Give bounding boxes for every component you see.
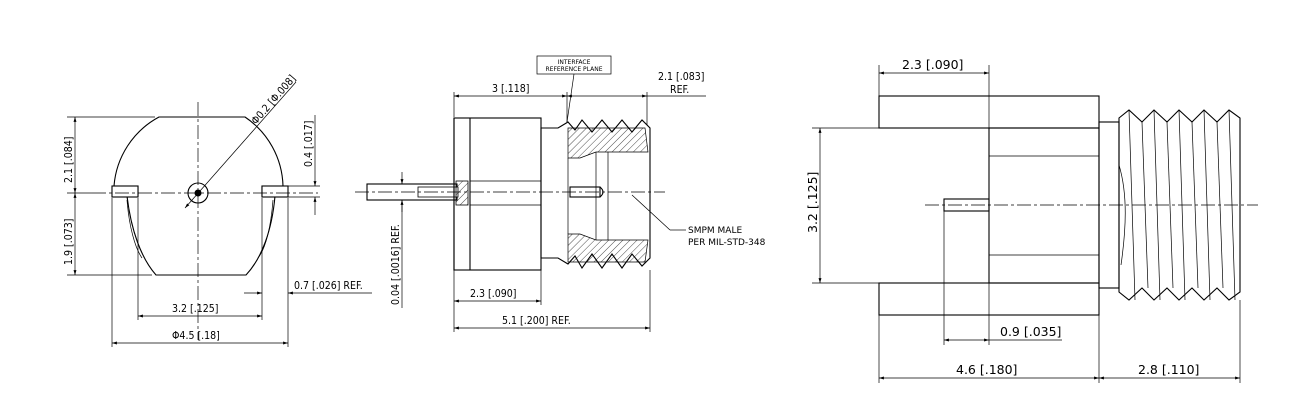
front-width-dim: 3.2 [.125]	[172, 303, 218, 315]
top-pin-dim: 0.9 [.035]	[1000, 324, 1061, 339]
side-beyond-dim: 2.1 [.083]	[658, 71, 704, 83]
side-thread-hatch-bottom	[567, 233, 649, 263]
front-tab-height-dim: 0.4 [.017]	[303, 121, 315, 167]
side-view: INTERFACE REFERENCE PLANE 3 [.118] 2.1 […	[355, 55, 766, 332]
front-upper-height-dim: 2.1 [.084]	[63, 137, 75, 183]
interface-label-line1: INTERFACE	[558, 59, 591, 66]
front-view: Φ0.2 [Φ.008] 2.1 [.084] 1.9 [.073] 0.4 […	[63, 73, 372, 347]
front-lower-left-curve	[126, 199, 143, 259]
front-lower-right-curve	[257, 199, 274, 259]
side-overall-dim: 5.1 [.200] REF.	[502, 315, 571, 327]
front-lower-height-dim: 1.9 [.073]	[63, 219, 75, 265]
front-body-outline	[113, 116, 284, 276]
front-right-tab	[261, 185, 289, 198]
top-thread-dim: 2.8 [.110]	[1138, 362, 1199, 377]
top-thread-outline	[1118, 109, 1241, 301]
side-interface-dim: 3 [.118]	[492, 83, 529, 95]
interface-label-line2: REFERENCE PLANE	[545, 66, 602, 73]
front-hole-leader	[184, 81, 297, 209]
callout-line1: SMPM MALE	[688, 226, 742, 236]
top-thread-curve	[1118, 164, 1126, 266]
callout-line2: PER MIL-STD-348	[688, 238, 766, 248]
side-body-dim: 2.3 [.090]	[470, 288, 516, 300]
side-dielectric	[455, 180, 469, 206]
side-beyond-ref: REF.	[670, 84, 689, 96]
front-left-tab	[111, 185, 139, 198]
top-height-dim: 3.2 [.125]	[805, 172, 820, 233]
front-tab-ref-dim: 0.7 [.026] REF.	[294, 280, 363, 292]
top-body-dim: 4.6 [.180]	[956, 362, 1017, 377]
front-diameter-dim: Φ4.5 [.18]	[172, 330, 220, 342]
callout-leader	[631, 194, 671, 231]
top-view: 2.3 [.090] 3.2 [.125] 0.9 [.035] 4.6 [.1…	[805, 57, 1258, 383]
top-body	[988, 127, 1100, 284]
front-hole-dim: Φ0.2 [Φ.008]	[249, 73, 298, 127]
interface-leader	[566, 73, 575, 123]
side-pin-dim: 0.04 [.0016] REF.	[390, 224, 402, 305]
top-top-dim: 2.3 [.090]	[902, 57, 963, 72]
